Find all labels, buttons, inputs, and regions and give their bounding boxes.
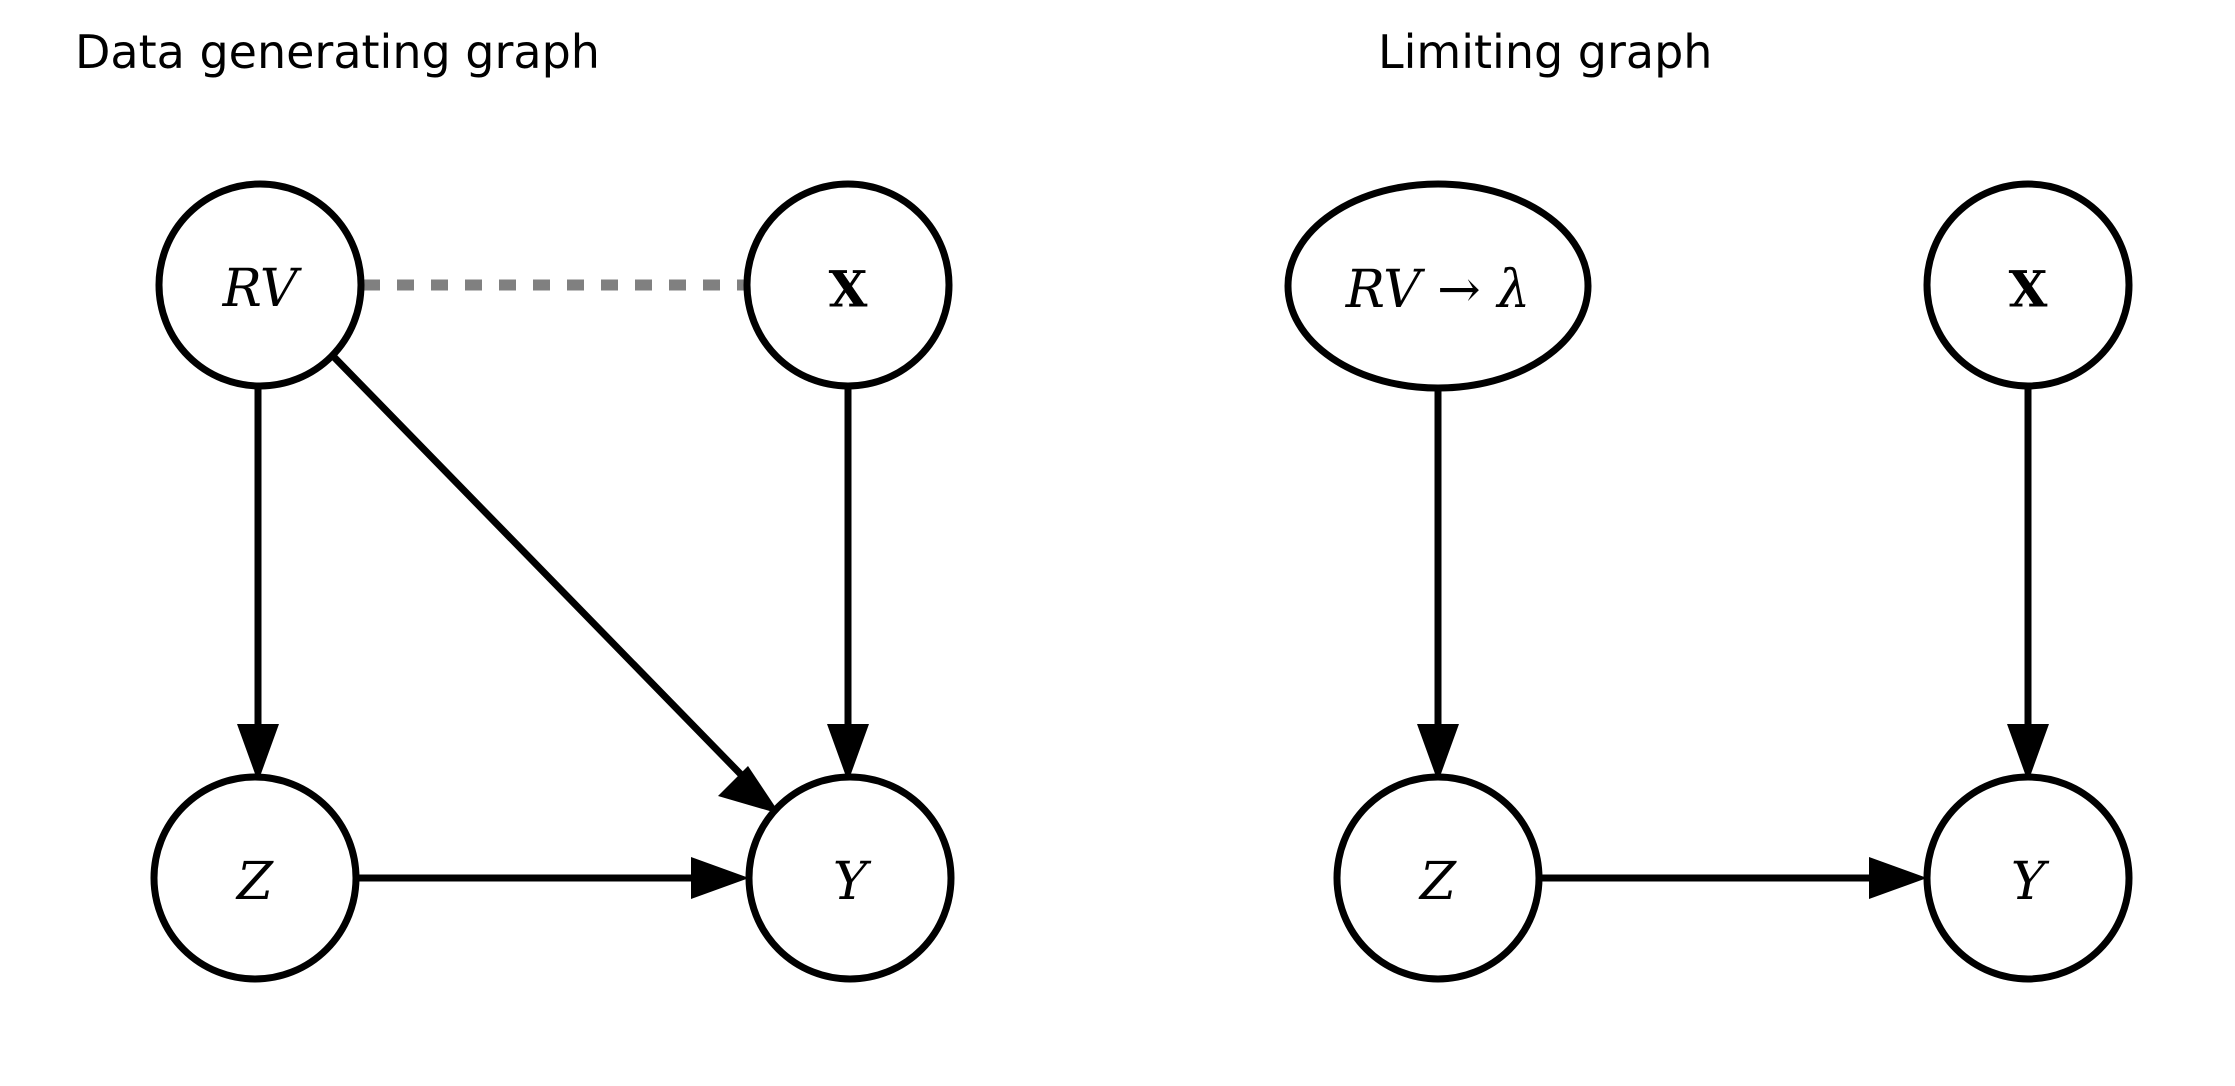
node-y-label: Y — [833, 852, 872, 912]
node-z-circle[interactable] — [150, 773, 360, 983]
panel-limiting-graph: Limiting graph — [1284, 25, 2133, 983]
node-z2-circle[interactable] — [1333, 773, 1543, 983]
edge-z2-y2-arrowhead — [1869, 857, 1927, 899]
node-rv[interactable]: RV — [155, 180, 365, 390]
node-y2[interactable]: Y — [1923, 773, 2133, 983]
nodes-limiting-graph: RV → λ X Z Y — [1284, 180, 2133, 983]
node-y2-label: Y — [2011, 852, 2050, 912]
edge-x-y — [827, 387, 869, 782]
node-rv-lambda[interactable]: RV → λ — [1284, 180, 1592, 392]
edge-rv-z — [237, 387, 279, 782]
node-z2-label: Z — [1418, 852, 1457, 912]
node-rv-label: RV — [222, 259, 302, 319]
edge-rv-y-line — [329, 352, 761, 795]
edge-x-y-arrowhead — [827, 724, 869, 782]
node-rv-circle[interactable] — [155, 180, 365, 390]
node-rv-lambda-ellipse[interactable] — [1284, 180, 1592, 392]
edge-rv-z-arrowhead — [237, 724, 279, 782]
node-rv-lambda-label: RV → λ — [1345, 260, 1530, 320]
edge-x2-y2 — [2007, 387, 2049, 782]
panel-title-limiting-graph: Limiting graph — [1378, 25, 1712, 79]
edge-rvlambda-z — [1417, 388, 1459, 782]
nodes-data-generating-graph: RV X Z Y — [150, 180, 955, 983]
node-y-circle[interactable] — [745, 773, 955, 983]
edge-z-y-arrowhead — [691, 857, 749, 899]
node-z[interactable]: Z — [150, 773, 360, 983]
node-x-circle[interactable] — [743, 180, 953, 390]
edge-z-y — [357, 857, 749, 899]
edge-rv-y — [329, 352, 780, 814]
edge-z2-y2 — [1540, 857, 1927, 899]
node-x2-label: X — [2009, 260, 2048, 319]
node-z2[interactable]: Z — [1333, 773, 1543, 983]
edges-limiting-graph — [1417, 387, 2049, 899]
edge-x2-y2-arrowhead — [2007, 724, 2049, 782]
edges-data-generating-graph — [237, 279, 869, 899]
node-x2[interactable]: X — [1923, 180, 2133, 390]
node-y[interactable]: Y — [745, 773, 955, 983]
panel-title-data-generating-graph: Data generating graph — [75, 25, 600, 79]
node-x-label: X — [829, 260, 868, 319]
node-y2-circle[interactable] — [1923, 773, 2133, 983]
node-z-label: Z — [235, 852, 274, 912]
panel-data-generating-graph: Data generating graph — [75, 25, 955, 983]
edge-rvlambda-z-arrowhead — [1417, 724, 1459, 782]
edge-rv-y-arrowhead — [718, 766, 780, 814]
node-x[interactable]: X — [743, 180, 953, 390]
node-x2-circle[interactable] — [1923, 180, 2133, 390]
